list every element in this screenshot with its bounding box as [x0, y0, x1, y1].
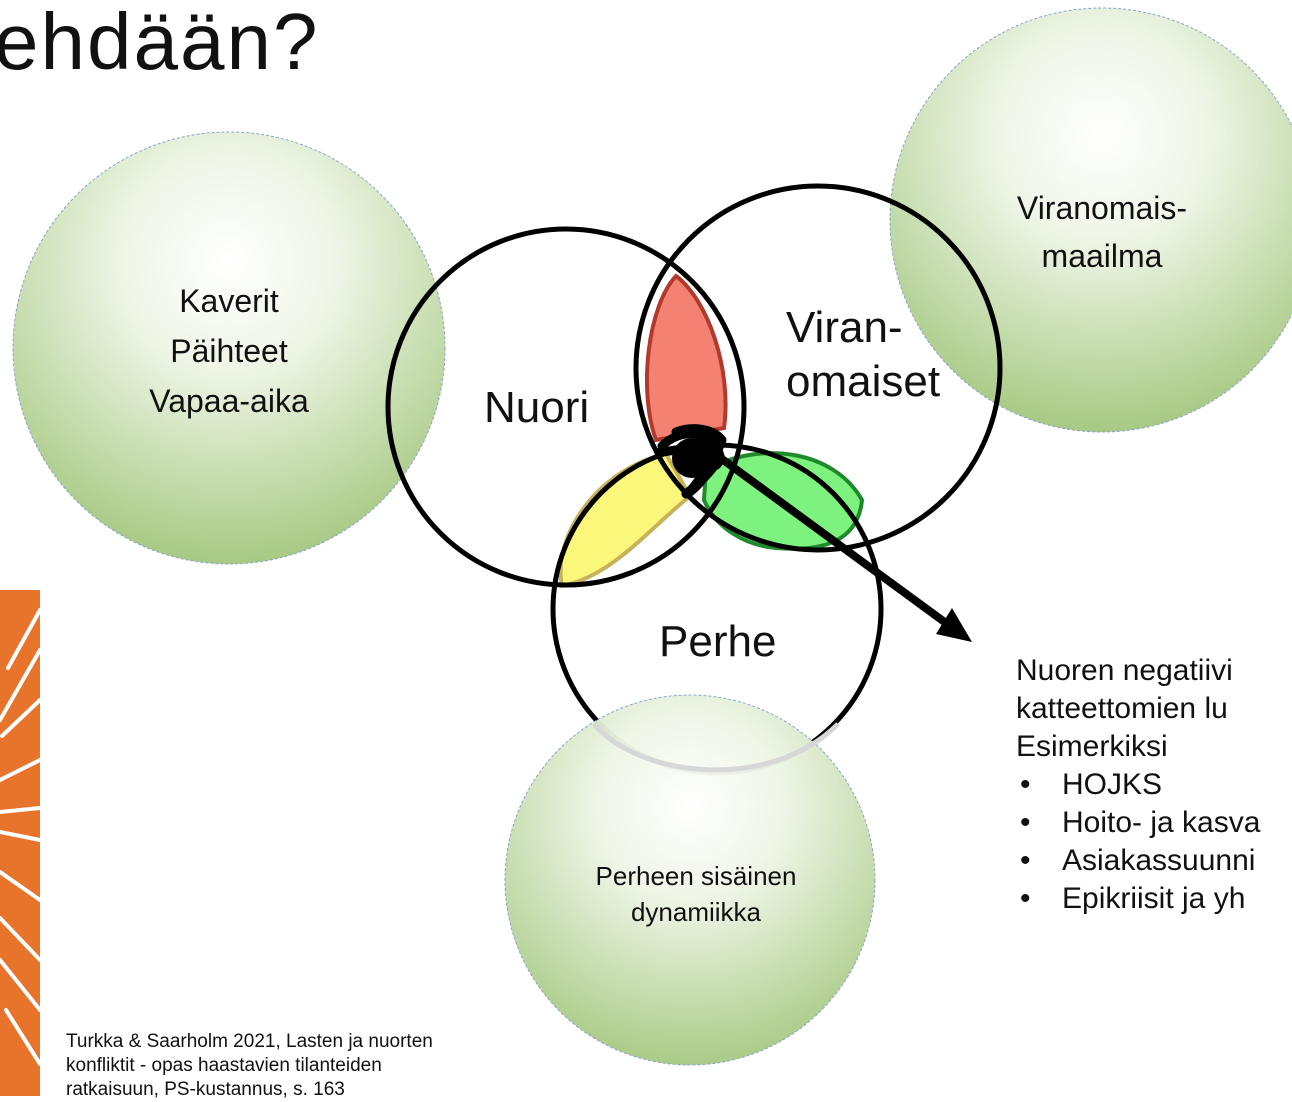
overlap-nuori-viranomaiset [644, 273, 728, 443]
note-line-1: Nuoren negatiivi [1016, 654, 1233, 687]
arrow-to-note [693, 436, 953, 630]
bubble-kaverit [12, 131, 446, 565]
label-viranomaiset: Viran- omaiset [786, 304, 940, 406]
circle-viranomaiset [633, 183, 1003, 553]
list-item: Asiakassuunni [1016, 842, 1292, 880]
label-viranomaismaailma-line-2: maailma [1041, 238, 1163, 274]
label-perheen-line-1: Perheen sisäinen [595, 861, 797, 891]
list-item: HOJKS [1016, 766, 1292, 804]
label-viranomaiset-line-1: Viran- [786, 303, 903, 352]
slide-title: ehdään? [0, 0, 320, 86]
label-viranomaiset-line-2: omaiset [786, 357, 941, 406]
note-text-block: Nuoren negatiivi katteettomien lu Esimer… [1016, 652, 1292, 918]
citation-line-2: konfliktit - opas haastavien tilanteiden [66, 1055, 382, 1076]
label-perheen-line-2: dynamiikka [630, 897, 762, 927]
bubble-perheen-dynamiikka [504, 694, 876, 1066]
label-nuori: Nuori [484, 383, 590, 432]
citation-line-1: Turkka & Saarholm 2021, Lasten ja nuorte… [66, 1031, 433, 1052]
list-item: Hoito- ja kasva [1016, 804, 1292, 842]
label-viranomaismaailma: Viranomais- maailma [996, 184, 1208, 280]
bubble-viranomaismaailma [889, 7, 1292, 433]
circle-nuori [385, 226, 747, 588]
arrow-head [936, 608, 972, 642]
label-kaverit-group: Kaverit Päihteet Vapaa-aika [129, 276, 329, 426]
note-line-2: katteettomien lu [1016, 692, 1228, 725]
circle-perhe-faded-edge [592, 722, 840, 773]
orange-stripes-decoration [0, 590, 42, 1096]
label-perheen-dynamiikka: Perheen sisäinen dynamiikka [576, 858, 816, 930]
note-bullet-list: HOJKS Hoito- ja kasva Asiakassuunni Epik… [1016, 766, 1292, 918]
note-line-3: Esimerkiksi [1016, 730, 1168, 763]
list-item: Epikriisit ja yh [1016, 880, 1292, 918]
label-perhe: Perhe [659, 617, 777, 666]
label-kaverit: Kaverit [179, 283, 279, 319]
label-vapaa-aika: Vapaa-aika [149, 383, 309, 419]
label-viranomaismaailma-line-1: Viranomais- [1016, 190, 1188, 226]
label-paihteet: Päihteet [170, 333, 288, 369]
citation-line-3: ratkaisuun, PS-kustannus, s. 163 [66, 1079, 345, 1100]
citation: Turkka & Saarholm 2021, Lasten ja nuorte… [66, 1030, 496, 1102]
